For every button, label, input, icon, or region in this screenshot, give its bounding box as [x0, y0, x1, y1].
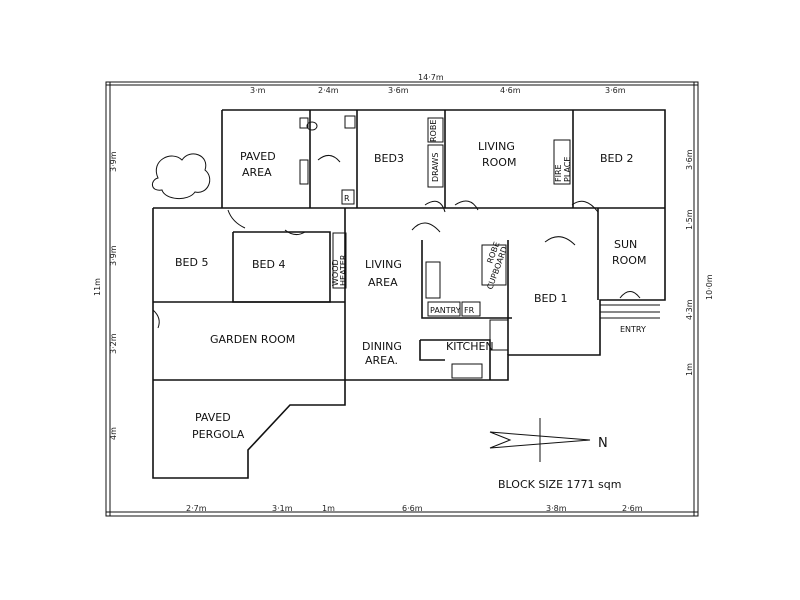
room-label-bed1: BED 1: [534, 292, 567, 305]
room-label-living-room-2: ROOM: [482, 156, 516, 169]
room-label-paved-pergola-1: PAVED: [195, 411, 231, 424]
shrub-icon: [152, 153, 211, 199]
dim-right-3: 4·3m: [685, 299, 694, 320]
dim-top-2: 2·4m: [318, 86, 339, 95]
room-label-living-area-1: LIVING: [365, 258, 402, 271]
block-boundary: [105, 81, 699, 517]
room-label-dining-area-1: DINING: [362, 340, 402, 353]
room-label-bed2: BED 2: [600, 152, 633, 165]
dim-right-1: 3·6m: [685, 149, 694, 170]
dim-bottom-5: 3·8m: [546, 504, 567, 513]
dim-bottom-4: 6·6m: [402, 504, 423, 513]
room-label-entry: ENTRY: [620, 325, 646, 334]
dim-left-total: 11m: [93, 278, 102, 296]
room-label-wood-heater-1: WOOD: [331, 259, 340, 286]
room-label-bed5: BED 5: [175, 256, 208, 269]
room-label-bed4: BED 4: [252, 258, 285, 271]
fixtures: [299, 115, 660, 379]
room-label-paved-pergola-2: PERGOLA: [192, 428, 245, 441]
room-label-robe-top: ROBE: [429, 120, 438, 142]
room-label-sun-room-2: ROOM: [612, 254, 646, 267]
dim-right-4: 1m: [685, 363, 694, 376]
room-label-garden-room: GARDEN ROOM: [210, 333, 295, 346]
house-walls: [152, 109, 666, 479]
room-label-bed3: BED3: [374, 152, 404, 165]
room-label-sun-room-1: SUN: [614, 238, 637, 251]
north-arrow: N: [489, 418, 608, 462]
dim-top-4: 4·6m: [500, 86, 521, 95]
room-label-bathroom-r: R: [344, 194, 350, 203]
dim-left-4: 4m: [109, 427, 118, 440]
room-label-fire-place-2: PLACE: [563, 157, 572, 182]
dim-right-2: 1·5m: [685, 209, 694, 230]
block-size-label: BLOCK SIZE 1771 sqm: [498, 478, 621, 491]
dim-top-5: 3·6m: [605, 86, 626, 95]
dim-right-total: 10·0m: [705, 274, 714, 300]
dim-top-total: 14·7m: [418, 73, 444, 82]
dim-bottom-1: 2·7m: [186, 504, 207, 513]
north-label: N: [598, 436, 608, 451]
room-label-paved-area-1: PAVED: [240, 150, 276, 163]
door-swings: [152, 155, 641, 329]
room-label-fire-place-1: FIRE: [554, 164, 563, 182]
room-label-draws: DRAWS: [431, 153, 440, 182]
dim-bottom-6: 2·6m: [622, 504, 643, 513]
dim-bottom-3: 1m: [322, 504, 335, 513]
room-label-kitchen: KITCHEN: [446, 340, 494, 353]
dim-top-3: 3·6m: [388, 86, 409, 95]
dim-left-2: 3·9m: [109, 245, 118, 266]
room-label-living-area-2: AREA: [368, 276, 398, 289]
dim-left-1: 3·9m: [109, 151, 118, 172]
dim-top-1: 3·m: [250, 86, 266, 95]
room-label-dining-area-2: AREA.: [365, 354, 398, 367]
dim-left-3: 3·2m: [109, 333, 118, 354]
room-label-wood-heater-2: HEATER: [339, 254, 348, 286]
room-label-living-room-1: LIVING: [478, 140, 515, 153]
room-label-fridge: FR: [464, 306, 475, 315]
dimension-lines: [106, 82, 698, 516]
dim-bottom-2: 3·1m: [272, 504, 293, 513]
room-label-paved-area-2: AREA: [242, 166, 272, 179]
room-label-pantry: PANTRY: [430, 306, 461, 315]
